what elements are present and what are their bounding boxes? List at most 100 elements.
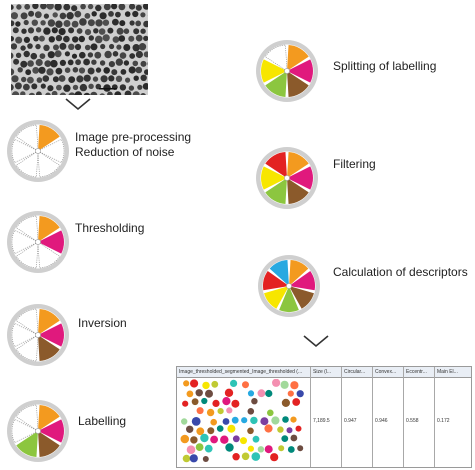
labelled-particle [297,445,304,452]
particle [47,51,55,59]
particle [115,75,123,83]
labelled-particle [186,425,194,433]
wheel-segment-orange [38,309,60,335]
particle [135,34,143,42]
wheel-segment-empty [37,138,65,164]
particle [142,4,148,10]
wheel-segment-brown [287,71,309,97]
particle [67,59,74,66]
particle [11,4,14,10]
particle [11,12,18,20]
particle [47,85,54,92]
particle [111,4,118,10]
particle [35,43,41,50]
particle [112,51,119,57]
particle [52,12,58,18]
particle [98,28,106,35]
labelled-particle [207,427,215,435]
labelled-particle [186,445,196,454]
particle [140,93,146,95]
results-table: Image_thresholded_segmented_Image_thresh… [176,366,472,468]
wheel-segment-blue [269,260,289,286]
labelled-particle [182,454,191,463]
labelled-particle [202,456,209,462]
particle [88,83,94,90]
particle [27,43,33,49]
labelled-particle [286,427,293,434]
particle [47,19,56,27]
particle [16,4,22,10]
particle [84,29,92,36]
particle [68,43,75,50]
wheel-segment-orange [38,405,60,431]
labelled-particle [247,390,255,397]
particle [83,58,90,66]
labelled-particle [217,408,224,415]
particle [87,4,94,10]
particle [71,5,78,12]
particle [132,91,140,95]
col-header-size: Size (l... [313,369,332,375]
particle [107,27,114,34]
particle [74,91,83,95]
labelled-particle [290,434,298,442]
particle [30,52,38,60]
wheel-segment-orange [287,152,309,178]
wheel-segment-empty [11,229,39,255]
particle [91,59,97,65]
particle [115,58,124,66]
particle [23,36,30,44]
particle [83,92,91,95]
particle [140,60,147,67]
labelled-particle [211,380,219,388]
particle [125,77,131,83]
particle [99,12,107,20]
labelled-particle [281,435,289,442]
wheel-segment-empty [15,150,39,178]
particle [143,35,148,42]
labelled-particle [205,389,213,398]
particle [79,18,87,26]
labelled-particle [260,417,269,426]
wheel-segment-green [279,286,299,313]
particle [14,82,22,90]
labelled-particle [200,433,209,443]
particle [46,68,54,76]
labelled-particle [251,398,258,405]
particle [44,60,52,67]
labelled-particle [202,381,210,390]
particle [99,60,106,66]
particle [50,59,58,68]
labelled-particle [186,390,194,398]
particle [71,53,78,59]
particle [108,75,115,82]
labelled-particle [241,452,250,461]
particle [43,44,50,51]
particle [39,53,46,59]
particle [68,27,75,34]
particle [143,51,148,58]
particle [63,20,71,27]
labelled-particle [195,443,204,451]
column-divider [403,367,404,467]
wheel-segment-yellow [260,166,287,190]
chevron-down-icon [64,97,92,111]
labelled-particle [264,424,273,433]
labelled-particle [290,416,297,423]
labelled-particle [191,417,201,426]
wheel-preprocessing [5,118,71,189]
labelled-particle [287,390,294,397]
particle [55,20,63,28]
particle [36,91,42,95]
particle [78,35,86,43]
particle [64,51,70,57]
particle [27,27,35,34]
labelled-particle [242,381,249,389]
particle [72,84,79,91]
particle [112,18,119,26]
particle [31,83,38,90]
particle [43,13,50,19]
particle [120,69,127,75]
label-labelling: Labelling [78,414,127,428]
particle [108,11,114,17]
